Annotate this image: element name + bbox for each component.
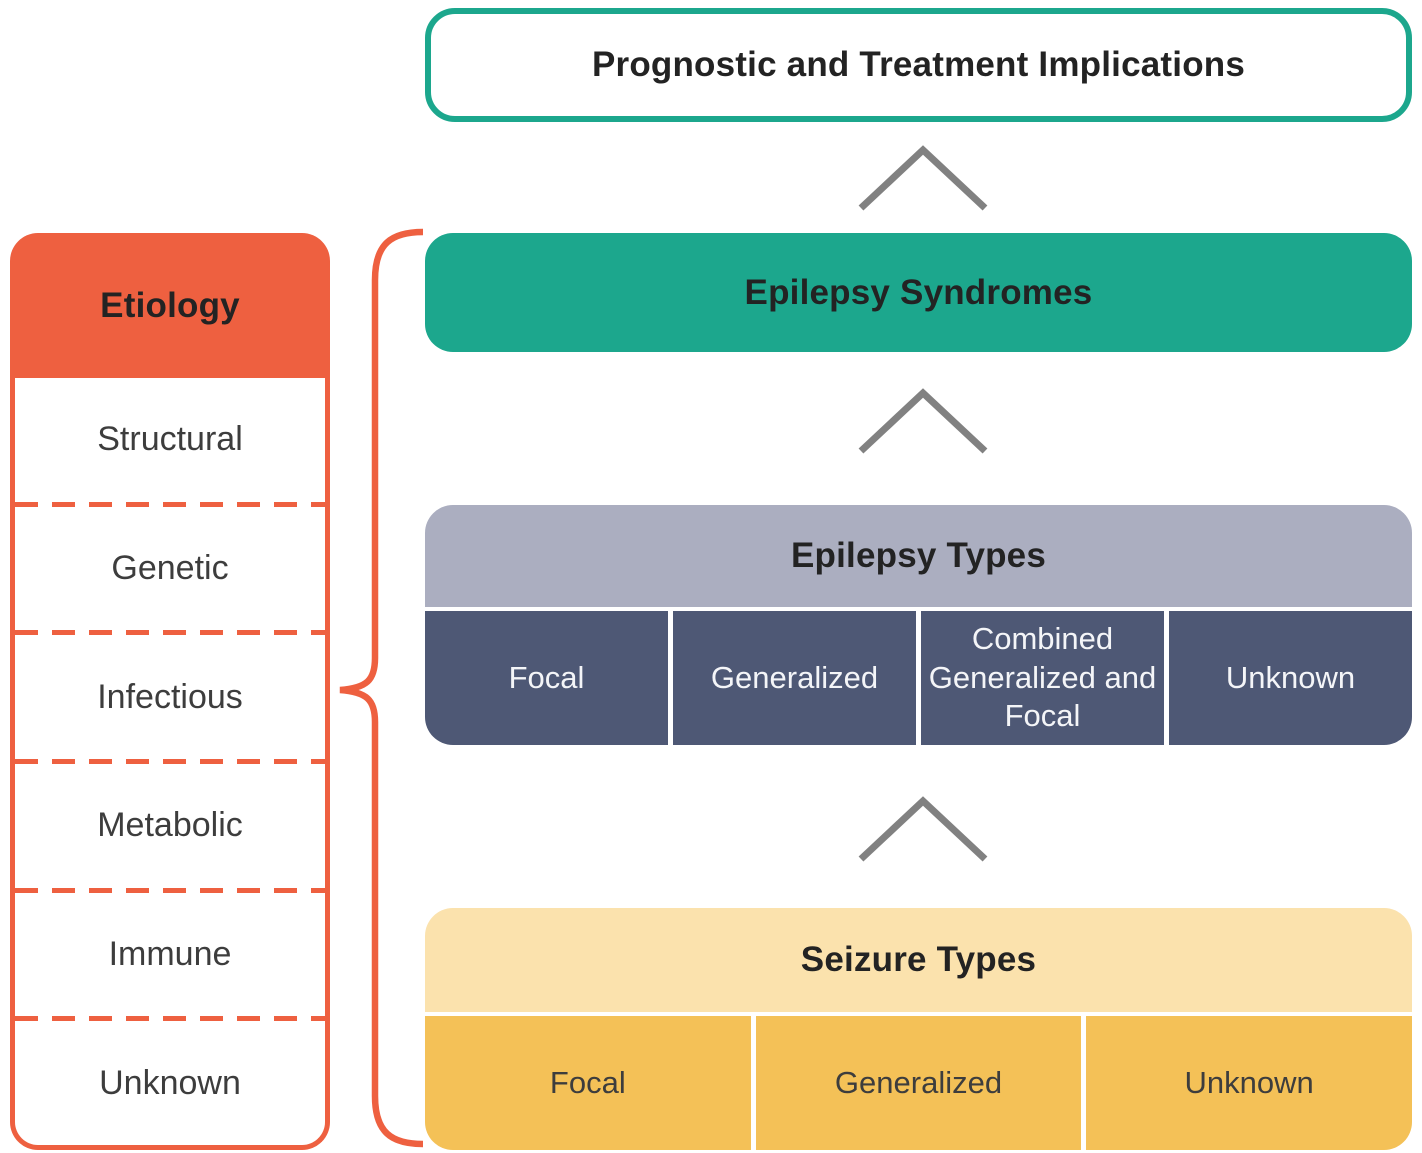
- epilepsy-type-cell-unknown: Unknown: [1169, 611, 1412, 745]
- etiology-item-genetic: Genetic: [111, 549, 229, 587]
- etiology-title: Etiology: [100, 285, 240, 325]
- chevron-up-icon: [858, 388, 988, 454]
- epilepsy-types-header: Epilepsy Types: [425, 505, 1412, 607]
- etiology-item-unknown: Unknown: [99, 1063, 241, 1102]
- etiology-item-metabolic: Metabolic: [97, 806, 243, 845]
- prognostic-treatment-label: Prognostic and Treatment Implications: [591, 45, 1246, 84]
- seizure-types-cells: Focal Generalized Unknown: [425, 1016, 1413, 1150]
- epilepsy-type-cell-generalized: Generalized: [673, 611, 916, 745]
- etiology-item-infectious: Infectious: [97, 677, 243, 716]
- prognostic-treatment-box: Prognostic and Treatment Implications: [425, 8, 1412, 122]
- seizure-type-cell-generalized: Generalized: [755, 1016, 1082, 1150]
- seizure-type-cell-focal: Focal: [425, 1016, 751, 1150]
- curly-brace-left-icon: [339, 228, 424, 1148]
- epilepsy-types-block: Epilepsy Types Focal Generalized Combine…: [425, 505, 1412, 745]
- dashed-divider: [15, 759, 325, 765]
- epilepsy-type-cell-focal: Focal: [425, 611, 668, 745]
- etiology-item-immune: Immune: [108, 935, 232, 974]
- seizure-types-title: Seizure Types: [800, 940, 1037, 979]
- etiology-item-structural: Structural: [97, 420, 243, 459]
- dashed-divider: [15, 887, 325, 893]
- dashed-divider: [15, 501, 325, 507]
- etiology-column: Etiology Structural Genetic Infectious M…: [10, 233, 330, 1150]
- epilepsy-syndromes-box: Epilepsy Syndromes: [425, 233, 1412, 352]
- seizure-types-block: Seizure Types Focal Generalized Unknown: [425, 908, 1413, 1150]
- seizure-type-cell-unknown: Unknown: [1086, 1016, 1413, 1150]
- dashed-divider: [15, 630, 325, 636]
- dashed-divider: [15, 1016, 325, 1022]
- epilepsy-types-cells: Focal Generalized Combined Generalized a…: [425, 611, 1412, 745]
- chevron-up-icon: [858, 145, 988, 211]
- epilepsy-syndromes-label: Epilepsy Syndromes: [744, 272, 1093, 312]
- seizure-types-header: Seizure Types: [425, 908, 1412, 1012]
- epilepsy-type-cell-combined: Combined Generalized and Focal: [921, 611, 1164, 745]
- etiology-body: Structural Genetic Infectious Metabolic …: [10, 378, 330, 1150]
- chevron-up-icon: [858, 796, 988, 862]
- epilepsy-types-title: Epilepsy Types: [790, 536, 1047, 575]
- etiology-header: Etiology: [10, 233, 330, 378]
